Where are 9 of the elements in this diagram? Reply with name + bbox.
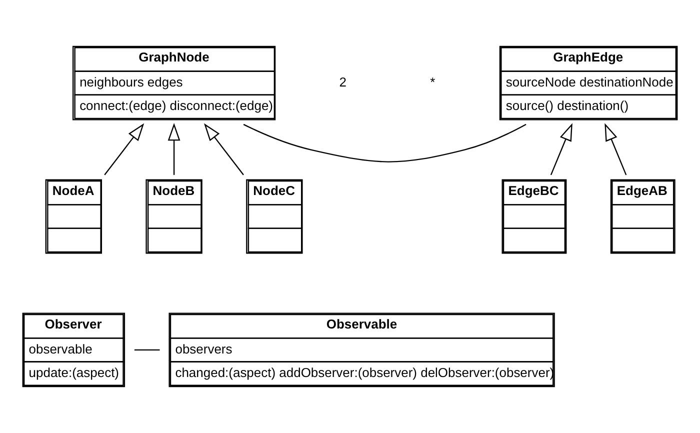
arrow: [604, 123, 627, 176]
arrow: [168, 122, 180, 175]
arrow: [104, 123, 144, 176]
label: *: [430, 74, 436, 90]
connector: [134, 349, 160, 351]
arrow: [204, 123, 244, 176]
label: 2: [339, 74, 347, 90]
connector: [243, 124, 526, 162]
arrow: [550, 123, 572, 176]
